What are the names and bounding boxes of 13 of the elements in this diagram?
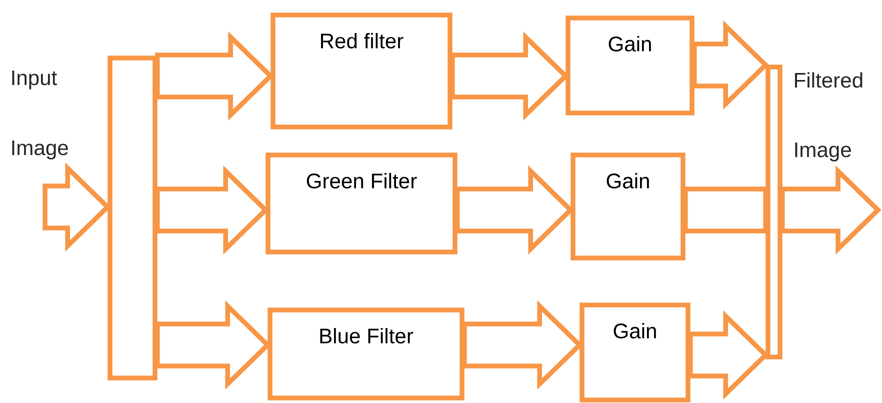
process-box: Gain bbox=[566, 16, 694, 116]
process-box: Gain bbox=[580, 302, 690, 402]
block-arrow bbox=[780, 165, 882, 255]
label-text: Input bbox=[12, 70, 58, 90]
block-arrow bbox=[683, 186, 768, 234]
process-box: Red filter bbox=[270, 12, 452, 130]
process-box: Green Filter bbox=[266, 152, 458, 254]
process-box: Gain bbox=[570, 152, 686, 260]
block-arrow bbox=[692, 20, 770, 110]
label-text: Image bbox=[12, 140, 68, 160]
process-box: Blue Filter bbox=[268, 308, 464, 400]
bar bbox=[108, 56, 158, 380]
bar bbox=[766, 64, 782, 360]
